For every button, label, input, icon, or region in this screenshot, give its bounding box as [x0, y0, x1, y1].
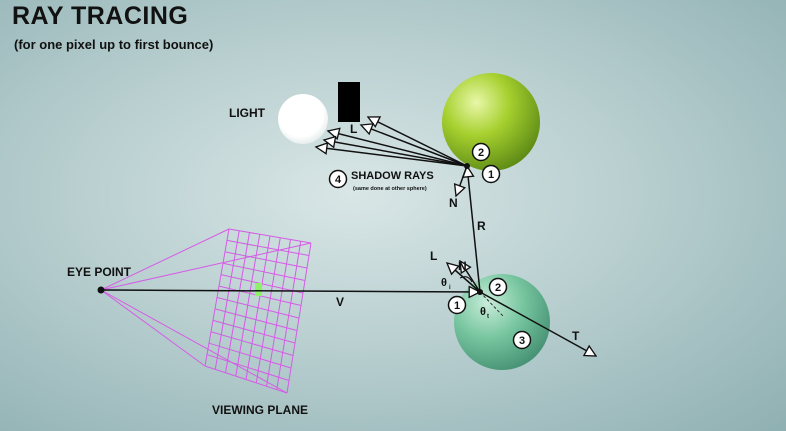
eye-point-label: EYE POINT	[67, 265, 132, 279]
lower-hit-dot	[477, 289, 483, 295]
reflection-label: R	[477, 219, 486, 233]
frustum-edge-top-far	[100, 242, 312, 291]
grid-row-line	[216, 297, 300, 319]
light-label: LIGHT	[229, 106, 266, 120]
frustum-edge-top	[100, 228, 230, 291]
view-vector-label: V	[336, 295, 344, 309]
light-vector-label: L	[350, 122, 357, 136]
reflection-ray	[467, 166, 481, 293]
svg-text:1: 1	[454, 300, 460, 312]
grid-row-line	[212, 319, 296, 344]
grid-row-line	[208, 342, 292, 369]
shadow-ray-4	[324, 140, 468, 167]
svg-text:4: 4	[335, 174, 342, 186]
normal-top	[456, 165, 468, 196]
diagram-subtitle: (for one pixel up to first bounce)	[14, 37, 214, 52]
shadow-ray-1	[368, 117, 468, 167]
step-badge-top-reflect: 2	[471, 142, 491, 162]
step-badge-lower-reflect: 2	[488, 277, 508, 297]
svg-text:2: 2	[478, 147, 484, 159]
normal-lower	[460, 261, 481, 293]
grid-row-line	[224, 251, 308, 269]
viewing-plane-grid	[204, 228, 312, 394]
theta-t-subscript: t	[487, 314, 489, 320]
light-vector-lower	[447, 263, 481, 293]
svg-text:3: 3	[519, 335, 525, 347]
svg-text:1: 1	[488, 169, 494, 181]
grid-row-line	[214, 308, 298, 331]
view-ray	[100, 290, 480, 292]
grid-row-line	[210, 331, 294, 356]
theta-i-subscript: i	[449, 285, 451, 291]
top-hit-dot	[464, 163, 470, 169]
grid-row-line	[206, 354, 290, 381]
viewing-plane-label: VIEWING PLANE	[212, 403, 308, 417]
light-blocker	[338, 82, 360, 122]
frustum-edge-bottom	[100, 289, 206, 367]
light-lower-label: L	[430, 249, 437, 263]
top-sphere	[442, 73, 540, 171]
frustum-edge-bottom-far	[100, 289, 288, 394]
svg-text:2: 2	[495, 282, 501, 294]
light-source	[278, 94, 328, 144]
step-badge-shadow: 4	[328, 169, 348, 189]
theta-i-arc	[459, 276, 473, 283]
shadow-ray-5	[316, 147, 468, 167]
refraction-normal-dashed	[479, 291, 504, 317]
transmission-ray	[479, 291, 596, 356]
normal-top-label: N	[449, 196, 458, 210]
viewing-plane	[100, 228, 312, 394]
shadow-rays-label: SHADOW RAYS	[351, 170, 434, 182]
eye-point-dot	[97, 286, 105, 294]
step-badge-top-intersection: 1	[481, 164, 501, 184]
grid-row-line	[222, 262, 306, 281]
shadow-ray-3	[328, 131, 468, 167]
theta-t-label: θ	[480, 306, 486, 318]
transmission-label: T	[572, 329, 580, 343]
shadow-ray-2	[361, 125, 468, 167]
diagram-title: RAY TRACING	[12, 2, 189, 30]
theta-i-label: θ	[441, 277, 447, 289]
step-badge-lower-intersection: 1	[447, 295, 467, 315]
shadow-rays-note: (same done at other sphere)	[353, 186, 427, 192]
grid-row-line	[204, 365, 288, 394]
normal-lower-label: N	[458, 259, 467, 273]
step-badge-lower-refract: 3	[512, 330, 532, 350]
pixel	[255, 283, 262, 296]
grid-row-line	[228, 228, 312, 244]
grid-row-line	[226, 239, 310, 256]
